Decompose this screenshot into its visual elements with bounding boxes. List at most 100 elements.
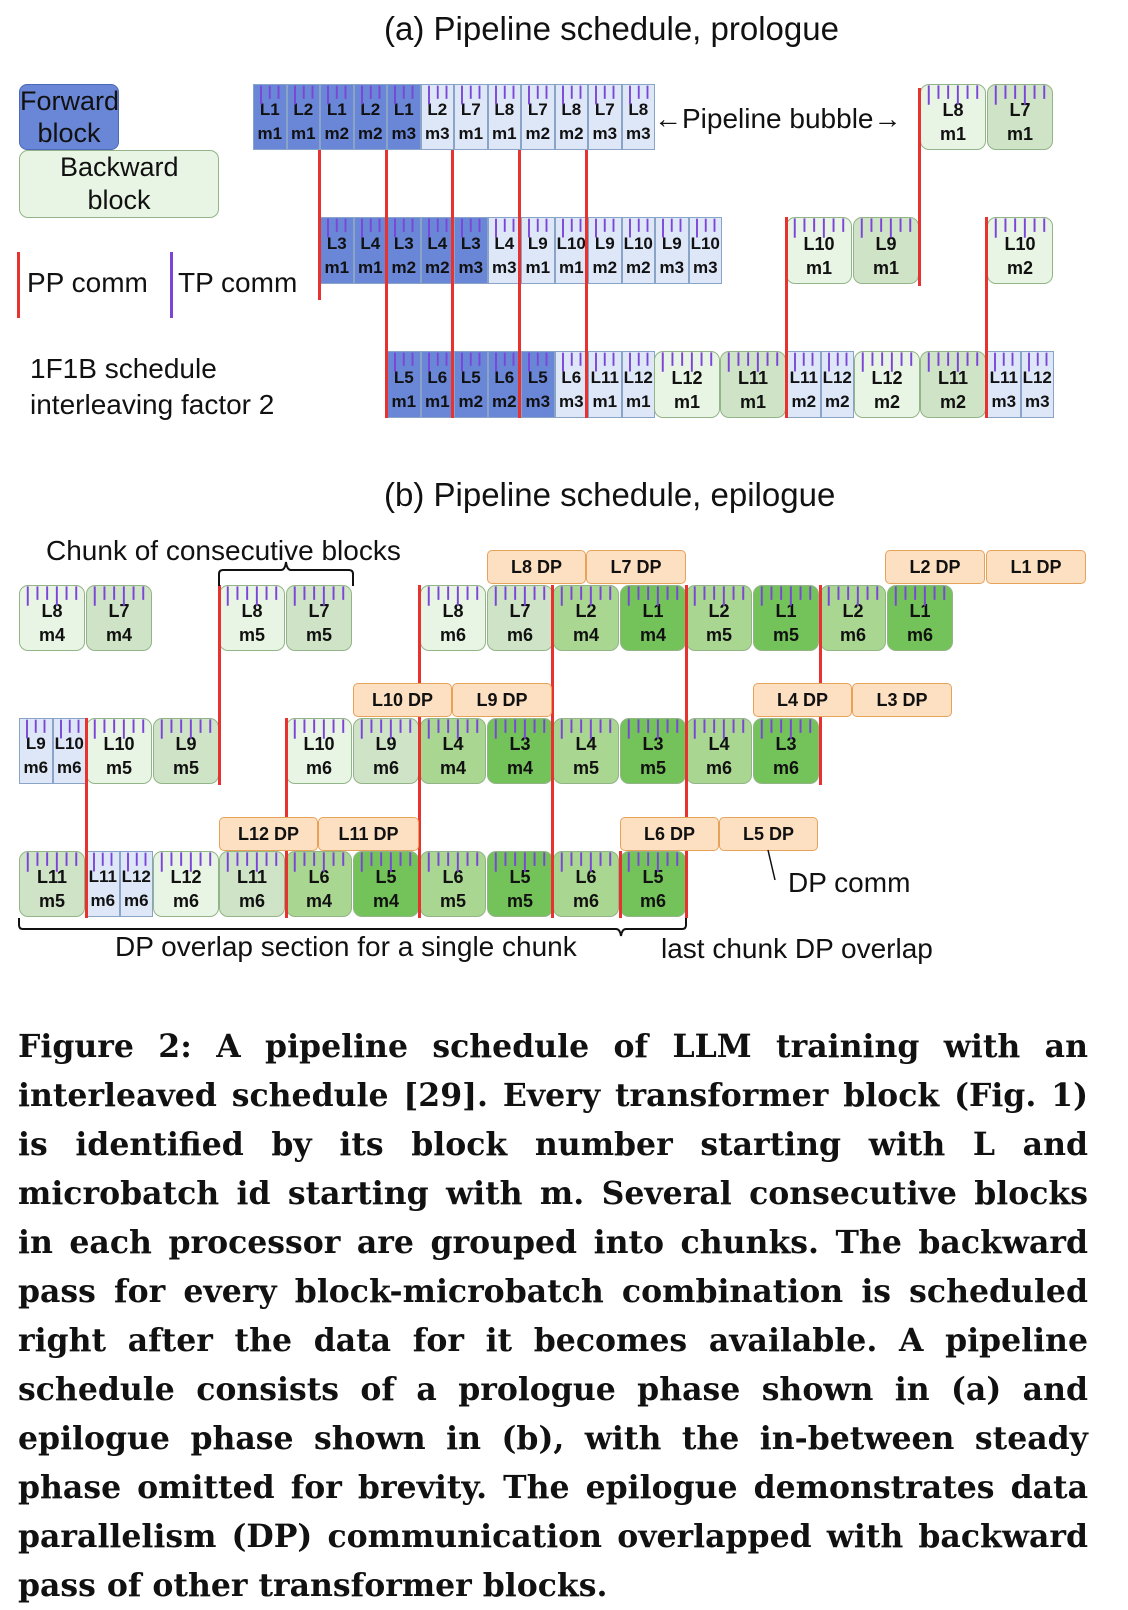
block-microbatch-label: m1: [673, 391, 700, 412]
block-layer-label: L7: [527, 100, 548, 119]
block-microbatch-label: m1: [592, 391, 618, 411]
dp-comm-box: L2 DP: [885, 550, 985, 584]
block-layer-label: L3: [642, 734, 664, 754]
block-layer-label: L12: [822, 367, 852, 387]
pp-comm-line: [685, 585, 688, 918]
block-microbatch-label: m2: [357, 124, 383, 143]
block-microbatch-label: m6: [639, 891, 666, 911]
block-layer-label: L8: [442, 601, 464, 621]
block-microbatch-label: m3: [625, 124, 651, 143]
block-layer-label: L5: [509, 867, 531, 887]
block-layer-label: L3: [460, 233, 481, 253]
block-microbatch-label: m2: [458, 391, 484, 411]
block-microbatch-label: m5: [439, 891, 466, 911]
block-layer-label: L10: [623, 233, 653, 253]
block-layer-label: L12: [121, 867, 151, 886]
block-microbatch-label: m4: [639, 625, 666, 645]
block-microbatch-label: m6: [705, 758, 732, 778]
block-layer-label: L12: [871, 367, 903, 388]
block-microbatch-label: m3: [424, 124, 450, 143]
block-layer-label: L8: [942, 100, 964, 120]
block-layer-label: L11: [989, 367, 1018, 387]
block-layer-label: L2: [293, 100, 314, 119]
pp-comm-line: [418, 585, 421, 918]
block-microbatch-label: m4: [372, 891, 399, 911]
epilogue-title: (b) Pipeline schedule, epilogue: [384, 476, 836, 513]
block-microbatch-label: m5: [105, 758, 132, 778]
block-microbatch-label: m5: [772, 625, 799, 645]
block-layer-label: L5: [460, 367, 481, 387]
block-microbatch-label: m3: [659, 257, 685, 277]
dp-comm-box: L9 DP: [452, 683, 552, 717]
block-layer-label: L12: [170, 867, 202, 887]
block-layer-label: L3: [326, 233, 347, 253]
block-microbatch-label: m2: [324, 124, 350, 143]
block-layer-label: L10: [803, 233, 835, 254]
dp-comm-box: L1 DP: [986, 550, 1086, 584]
block-layer-label: L11: [937, 367, 969, 388]
block-microbatch-label: m3: [491, 257, 517, 277]
block-microbatch-label: m2: [592, 257, 618, 277]
block-layer-label: L12: [1022, 367, 1052, 387]
block-microbatch-label: m6: [123, 891, 149, 910]
block-microbatch-label: m5: [639, 758, 666, 778]
block-microbatch-label: m6: [772, 758, 799, 778]
legend-pp-line: [17, 252, 20, 318]
block-layer-label: L4: [494, 233, 515, 253]
block-microbatch-label: m3: [1024, 391, 1050, 411]
block-microbatch-label: m5: [38, 891, 65, 911]
block-microbatch-label: m1: [357, 257, 383, 277]
block-layer-label: L1: [642, 601, 664, 621]
block-layer-label: L7: [308, 601, 330, 621]
prologue-title: (a) Pipeline schedule, prologue: [384, 10, 839, 47]
block-microbatch-label: m4: [38, 625, 65, 645]
block-microbatch-label: m6: [839, 625, 866, 645]
block-layer-label: L3: [393, 233, 414, 253]
block-layer-label: L2: [360, 100, 381, 119]
block-layer-label: L10: [303, 734, 335, 754]
block-microbatch-label: m2: [424, 257, 450, 277]
block-layer-label: L5: [393, 367, 414, 387]
block-layer-label: L8: [241, 601, 263, 621]
block-layer-label: L2: [427, 100, 448, 119]
block-layer-label: L2: [575, 601, 597, 621]
block-microbatch-label: m2: [625, 257, 651, 277]
block-layer-label: L4: [575, 734, 597, 754]
block-microbatch-label: m5: [572, 758, 599, 778]
dp-comm-box: L11 DP: [318, 817, 419, 851]
figure-caption: Figure 2: A pipeline schedule of LLM tra…: [18, 1028, 1088, 1604]
block-microbatch-label: m1: [391, 391, 417, 411]
block-layer-label: L7: [509, 601, 531, 621]
pp-comm-line: [218, 585, 221, 785]
block-microbatch-label: m1: [424, 391, 450, 411]
dp-comm-box: L8 DP: [487, 550, 586, 584]
block-microbatch-label: m1: [939, 124, 966, 144]
block-layer-label: L11: [590, 367, 619, 387]
block-layer-label: L10: [1004, 233, 1036, 254]
annotation-lines: [18, 561, 776, 937]
block-layer-label: L4: [708, 734, 730, 754]
dp-comm-box: L7 DP: [586, 550, 686, 584]
legend-pp-label: PP comm: [27, 267, 148, 298]
pp-comm-line: [918, 88, 921, 286]
block-microbatch-label: m3: [458, 257, 484, 277]
block-microbatch-label: m6: [90, 891, 116, 910]
legend-forward-block: Forward block: [19, 84, 120, 150]
block-microbatch-label: m3: [592, 124, 618, 143]
